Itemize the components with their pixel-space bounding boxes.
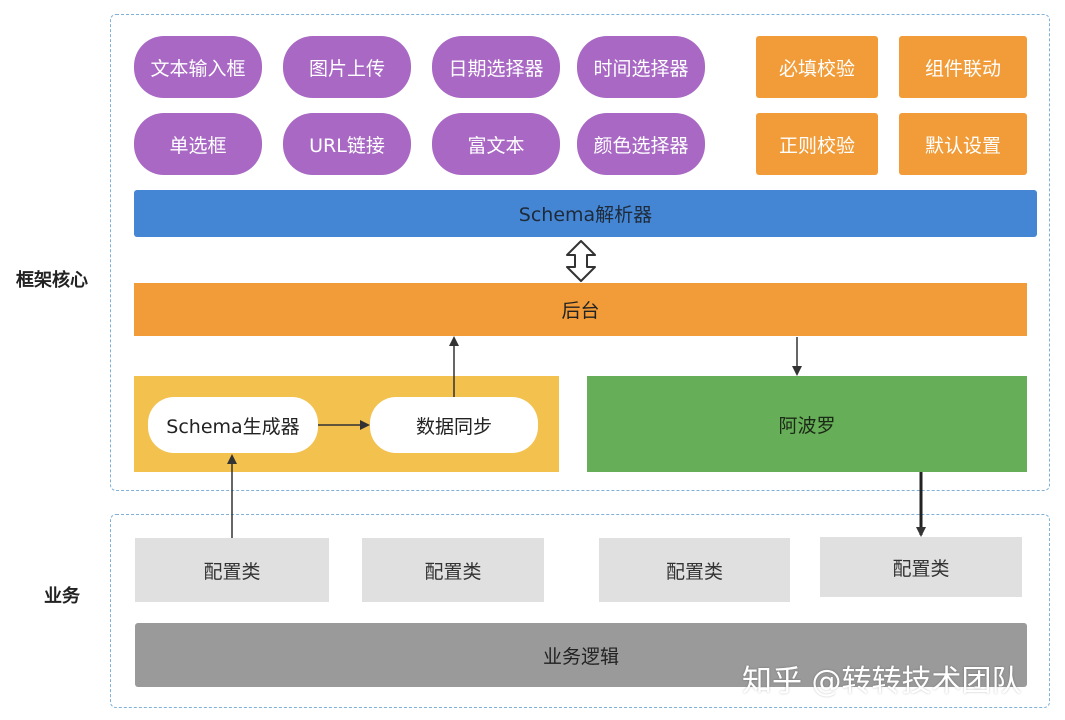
- component-radio: 单选框: [134, 113, 262, 175]
- business-section-label: 业务: [44, 586, 80, 607]
- config-box-2: 配置类: [362, 538, 544, 602]
- config-box-1: 配置类: [135, 538, 329, 602]
- config-box-3: 配置类: [599, 538, 790, 602]
- watermark-text: 知乎 @转转技术团队: [742, 664, 1022, 699]
- component-color-picker: 颜色选择器: [577, 113, 705, 175]
- component-time-picker: 时间选择器: [577, 36, 705, 98]
- component-text-input: 文本输入框: [134, 36, 262, 98]
- component-date-picker: 日期选择器: [432, 36, 560, 98]
- apollo-panel: 阿波罗: [587, 376, 1027, 472]
- component-image-upload: 图片上传: [283, 36, 411, 98]
- core-frame: [110, 14, 1050, 491]
- backend-bar: 后台: [134, 283, 1027, 336]
- validator-required: 必填校验: [756, 36, 878, 98]
- schema-generator-node: Schema生成器: [148, 397, 318, 453]
- data-sync-node: 数据同步: [370, 397, 538, 453]
- core-section-label: 框架核心: [16, 270, 88, 291]
- bidirectional-arrow-icon: [566, 240, 596, 282]
- business-frame: [110, 514, 1050, 708]
- business-logic-bar: 业务逻辑: [135, 623, 1027, 687]
- component-url-link: URL链接: [283, 113, 411, 175]
- validator-regex: 正则校验: [756, 113, 878, 175]
- config-box-4: 配置类: [820, 537, 1022, 597]
- schema-parser-bar: Schema解析器: [134, 190, 1037, 237]
- validator-default: 默认设置: [899, 113, 1027, 175]
- validator-linkage: 组件联动: [899, 36, 1027, 98]
- component-rich-text: 富文本: [432, 113, 560, 175]
